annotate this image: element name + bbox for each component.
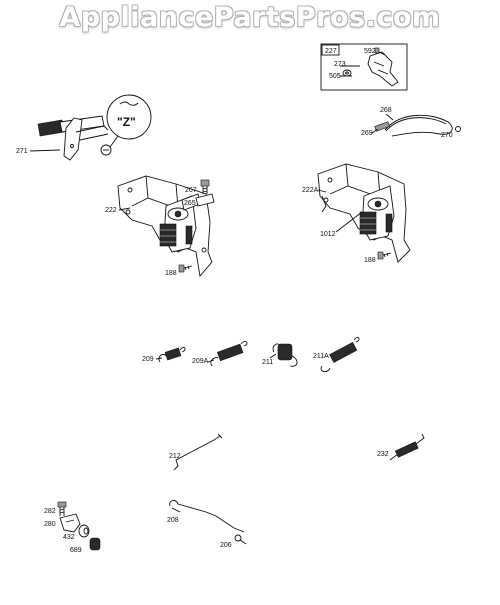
control-bracket-222A: 222A 1012 188	[302, 163, 411, 264]
label-267: 267	[185, 187, 197, 194]
label-208: 208	[167, 517, 179, 524]
spring-211A: 211A	[313, 337, 360, 373]
clamp-assembly: 282 280 432 689	[44, 501, 101, 554]
part-screw-188-right	[377, 251, 392, 260]
part-screw-267	[200, 179, 210, 194]
label-211: 211	[262, 359, 273, 366]
part-screw-188-left	[178, 264, 193, 273]
part-bracket-273	[367, 51, 399, 87]
spring-209A: 209A	[192, 341, 248, 367]
label-209A: 209A	[192, 358, 209, 365]
part-nut-270	[455, 126, 461, 132]
label-227: 227	[325, 48, 337, 55]
kit-box-227: 227 592 273 505	[320, 43, 408, 91]
label-188-left: 188	[165, 270, 177, 277]
part-screw-206	[234, 534, 247, 545]
label-280: 280	[44, 521, 56, 528]
label-212: 212	[169, 453, 181, 460]
label-211A: 211A	[313, 353, 329, 360]
coil-spring-block	[159, 223, 177, 247]
label-265: 265	[184, 200, 196, 207]
label-209: 209	[142, 356, 154, 363]
part-washer-505	[340, 65, 360, 77]
detail-circle-z	[106, 94, 152, 140]
part-bushing-432	[78, 524, 90, 538]
label-232: 232	[377, 451, 389, 458]
label-1012: 1012	[320, 231, 336, 238]
label-592: 592	[364, 48, 376, 55]
part-clip-265	[195, 193, 215, 207]
label-268: 268	[380, 107, 392, 114]
control-lever-271: 271 "Z"	[16, 94, 152, 161]
part-spring-689	[89, 537, 101, 551]
watermark-logo: AppliancePartsPros.com	[59, 2, 441, 33]
part-clamp-280	[59, 513, 81, 533]
control-bracket-222: 222 267 265 188	[105, 175, 215, 278]
part-screw-592	[374, 47, 386, 56]
part-screw-282	[57, 501, 67, 516]
spring-232: 232	[377, 433, 425, 461]
link-rod-208: 208 206	[167, 499, 247, 549]
label-270: 270	[441, 132, 453, 139]
label-273: 273	[334, 61, 346, 68]
kit-label-box	[321, 44, 340, 56]
label-432: 432	[63, 534, 75, 541]
kit-box-border	[320, 43, 408, 91]
label-282: 282	[44, 508, 56, 515]
label-188-right: 188	[364, 257, 376, 264]
detail-target-circle	[100, 144, 112, 156]
throttle-cable-268: 268 269 270	[361, 107, 461, 139]
label-206: 206	[220, 542, 232, 549]
cable-clamp	[374, 121, 390, 132]
spring-209: 209	[142, 347, 186, 363]
label-269: 269	[361, 130, 373, 137]
spring-211: 211	[262, 343, 298, 367]
detail-label-z: "Z"	[117, 115, 136, 129]
coil-spring-block-2	[359, 211, 377, 235]
link-rod-212: 212	[169, 433, 223, 471]
label-222A: 222A	[302, 187, 319, 194]
label-689: 689	[70, 547, 82, 554]
label-271: 271	[16, 148, 28, 155]
label-222: 222	[105, 207, 117, 214]
label-505: 505	[329, 73, 341, 80]
detail-spring-glyph	[119, 101, 139, 106]
